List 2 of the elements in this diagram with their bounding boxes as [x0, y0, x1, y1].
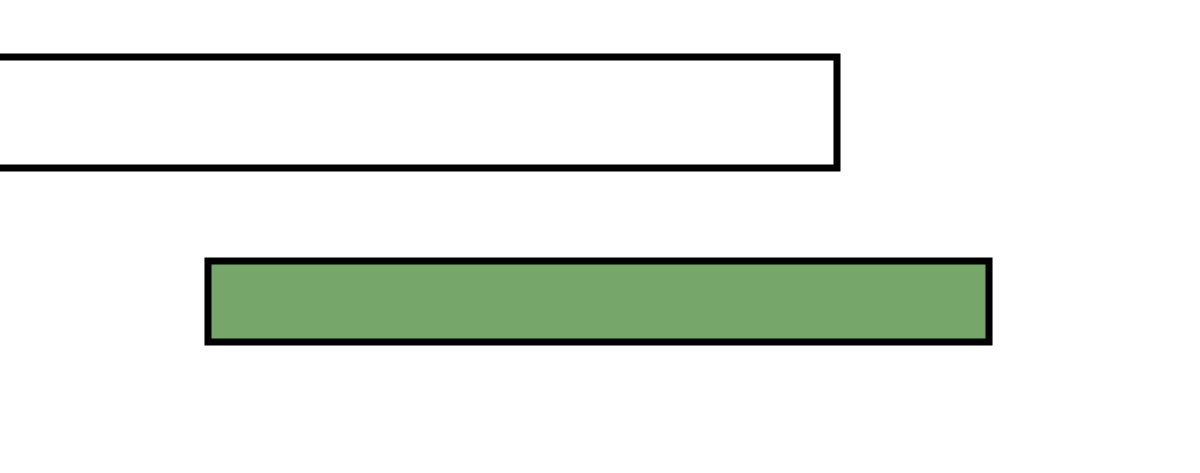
outlined-box	[0, 53, 841, 172]
bar	[204, 257, 993, 346]
